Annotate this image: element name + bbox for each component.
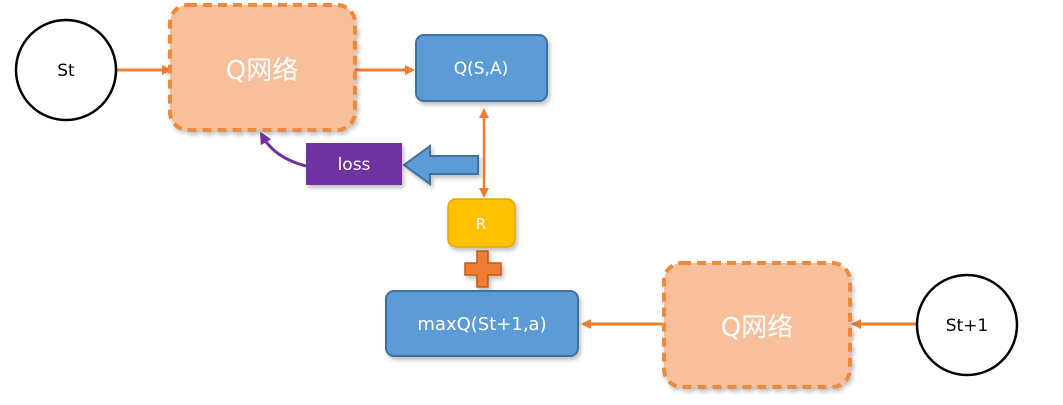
state-t-label: St [57,61,75,81]
max-q-node: maxQ(St+1,a) [385,290,579,357]
q-network-top: Q网络 [168,3,357,132]
state-t1-node: St+1 [915,273,1019,377]
max-q-label: maxQ(St+1,a) [417,314,546,335]
q-network-top-label: Q网络 [226,56,298,86]
q-value-label: Q(S,A) [454,59,508,79]
block-arrow-left-icon [402,144,479,186]
plus-icon [464,250,502,288]
loss-label: loss [338,155,371,175]
state-t1-label: St+1 [946,316,989,336]
reward-node: R [447,198,516,248]
q-network-bottom-label: Q网络 [721,313,793,343]
reward-label: R [476,215,486,233]
q-value-node: Q(S,A) [415,34,548,102]
arrow-loss-to-qnet [260,131,307,168]
loss-node: loss [306,143,402,185]
state-t-node: St [14,18,118,122]
q-network-bottom: Q网络 [662,261,852,389]
